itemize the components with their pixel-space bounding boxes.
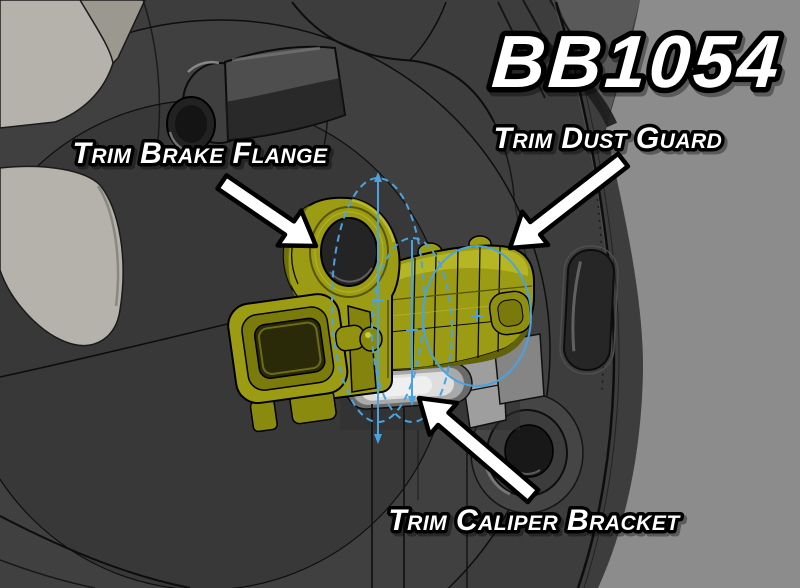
part-number-title-shadow: BB1054 xyxy=(492,24,787,107)
label-trim-brake-flange-shadow: Trim Brake Flange xyxy=(76,140,331,173)
mounting-slot xyxy=(559,245,619,375)
arrow-to-brake-flange xyxy=(215,173,319,249)
label-trim-dust-guard-shadow: Trim Dust Guard xyxy=(497,125,726,158)
label-trim-dust-guard: Trim Dust Guard xyxy=(494,122,723,155)
trim-circle-dust-guard xyxy=(422,245,532,387)
wheel-spokes xyxy=(0,0,146,347)
label-trim-brake-flange: Trim Brake Flange xyxy=(73,137,328,170)
abs-sensor-part xyxy=(227,196,535,433)
label-trim-caliper-bracket-shadow: Trim Caliper Bracket xyxy=(391,507,684,540)
arrow-to-dust-guard xyxy=(507,151,631,251)
trim-ellipse-bracket xyxy=(371,237,453,423)
trim-guides xyxy=(331,172,532,444)
sensor-pin xyxy=(334,324,383,352)
label-trim-caliper-bracket: Trim Caliper Bracket xyxy=(388,504,681,537)
part-number-title: BB1054 xyxy=(489,20,784,103)
hub-stud xyxy=(166,45,347,153)
labels: BB1054 BB1054 Trim Brake Flange Trim Bra… xyxy=(69,15,793,544)
arrow-to-caliper-bracket xyxy=(416,395,541,505)
